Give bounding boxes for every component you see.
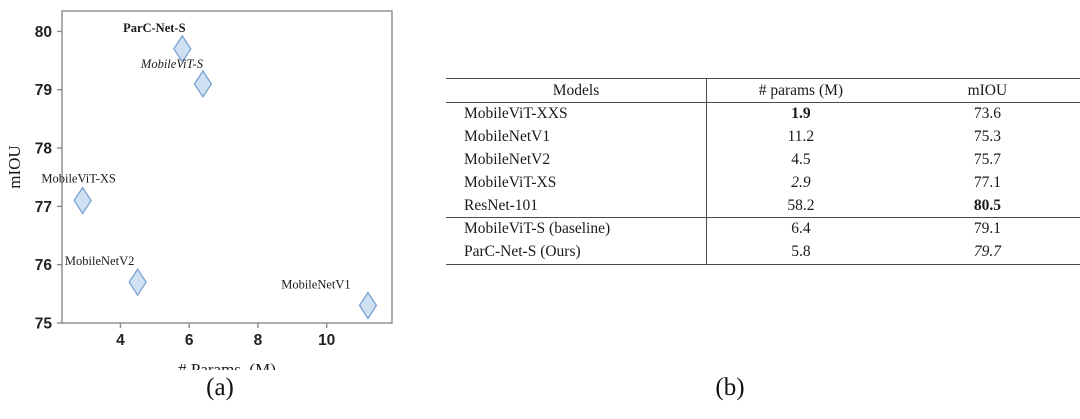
y-tick-label: 77 [35,199,52,216]
column-header-miou: mIOU [894,78,1080,103]
x-axis-title: # Params. (M) [178,360,276,370]
figure-a-caption: (a) [206,374,234,401]
cell-model-name: ResNet-101 [446,194,707,218]
y-tick-label: 78 [35,141,53,158]
y-tick-label: 76 [35,257,53,274]
cell-params: 1.9 [706,102,895,126]
cell-params: 11.2 [706,125,895,149]
cell-miou: 80.5 [894,194,1080,218]
data-point-marker [128,268,147,297]
table-row: MobileViT-XS 2.9 77.1 [446,171,1080,195]
x-tick-label: 10 [318,332,335,349]
figure-b-caption: (b) [715,374,745,401]
y-tick-label: 80 [35,24,52,41]
cell-params: 4.5 [706,148,895,172]
cell-miou: 79.1 [973,220,1001,238]
column-header-models: Models [446,78,707,103]
column-header-params: # params (M) [706,78,895,103]
table-row: MobileViT-S (baseline) 6.4 79.1 [446,217,1080,241]
plot-frame [61,10,393,324]
y-axis-title: mIOU [5,145,24,188]
table-row: MobileViT-XXS 1.9 73.6 [446,102,1080,126]
x-tick-label: 8 [254,332,263,349]
data-point-label: MobileNetV2 [65,254,134,268]
cell-model-name: ParC-Net-S (Ours) [446,240,707,265]
data-point-label: MobileNetV1 [281,278,350,292]
cell-model-name: MobileNetV2 [464,150,551,168]
cell-params: 5.8 [706,240,895,265]
table-head: Models # params (M) mIOU [446,78,1080,103]
results-table: Models # params (M) mIOU MobileViT-XXS 1.… [446,78,1080,265]
figure-a-scatter-plot: 75 76 77 78 79 80 4 6 8 10 # Params. (M) mIOU ParC-N… [0,0,440,419]
cell-miou: 73.6 [973,105,1001,123]
data-point-label: ParC-Net-S [123,21,186,35]
cell-params: 2.9 [706,171,895,195]
data-point-marker [193,69,213,98]
x-tick-label: 6 [185,332,194,349]
cell-model-name: MobileNetV1 [464,128,551,146]
cell-model-name: MobileViT-XXS [464,105,568,123]
cell-miou: 75.3 [973,128,1001,146]
data-point-label: MobileViT-S [140,57,204,71]
cell-miou: 77.1 [973,173,1001,191]
scatter-plot-svg: 75 76 77 78 79 80 4 6 8 10 # Params. (M) mIOU ParC-N… [5,10,393,370]
data-point-marker [73,186,92,215]
data-point-marker [358,291,378,320]
table-row: MobileNetV1 11.2 75.3 [446,125,1080,149]
x-tick-label: 4 [116,332,125,349]
cell-model-name: MobileViT-XS [464,173,557,191]
table-row: MobileNetV2 4.5 75.7 [446,148,1080,172]
y-tick-label: 75 [35,316,53,333]
data-point-marker [173,34,192,64]
table-header-row: Models # params (M) mIOU [446,78,1080,103]
data-point-label: MobileViT-XS [41,172,116,186]
y-tick-label: 79 [35,82,53,99]
figure-b-results-table: Models # params (M) mIOU MobileViT-XXS 1.… [446,78,1080,401]
cell-miou: 75.7 [973,150,1001,168]
cell-params: 6.4 [706,217,895,241]
cell-model-name: MobileViT-S (baseline) [464,220,611,238]
cell-params: 58.2 [706,194,895,218]
cell-miou: 79.7 [894,240,1080,265]
